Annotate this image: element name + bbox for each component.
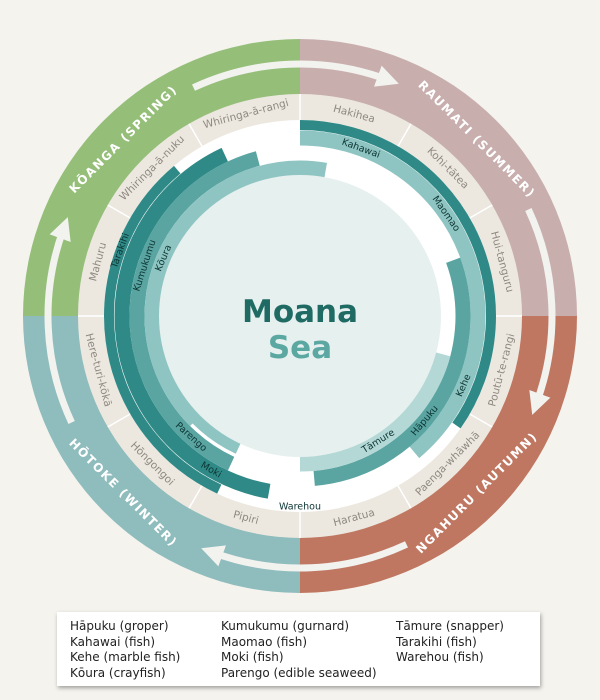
- month-divider: [469, 413, 493, 428]
- availability-arc: [299, 130, 486, 459]
- center-subtitle: Sea: [268, 330, 332, 366]
- legend-item: Kumukumu (gurnard): [221, 619, 350, 633]
- legend-item: Warehou (fish): [396, 650, 484, 664]
- availability-arc: [299, 160, 328, 178]
- month-divider: [397, 485, 412, 509]
- center-title: Moana: [242, 294, 358, 330]
- legend-item: Kahawai (fish): [70, 634, 156, 649]
- availability-arc: [299, 120, 496, 429]
- legend-column-1: Hāpuku (groper) Kahawai (fish) Kehe (mar…: [70, 619, 180, 681]
- legend-item: Hāpuku (groper): [70, 619, 169, 633]
- availability-arc: [148, 315, 241, 454]
- legend-item: Parengo (edible seaweed): [221, 665, 377, 680]
- month-divider: [188, 485, 203, 509]
- food-label: Warehou: [279, 502, 321, 513]
- availability-arc: [114, 147, 271, 499]
- legend-column-3: Tāmure (snapper) Tarakihi (fish) Warehou…: [396, 619, 504, 666]
- center-disc: [159, 175, 441, 457]
- month-divider: [469, 204, 493, 219]
- month-divider: [397, 123, 412, 147]
- availability-arc: [129, 151, 260, 471]
- season-arrow: [525, 208, 556, 415]
- seasonal-calendar-wheel: HakiheaKohi-tāteaHui-tanguruPoutū-te-ran…: [23, 39, 577, 593]
- month-divider: [107, 413, 131, 428]
- season-arrow: [192, 60, 399, 91]
- season-arrow: [201, 541, 408, 572]
- legend-item: Maomao (fish): [221, 634, 308, 649]
- availability-arc: [104, 165, 222, 494]
- legend-item: Tāmure (snapper): [396, 619, 504, 633]
- month-divider: [107, 204, 131, 219]
- legend-item: Kōura (crayfish): [70, 665, 166, 680]
- legend-item: Kehe (marble fish): [70, 650, 181, 664]
- legend-item: Tarakihi (fish): [396, 634, 477, 649]
- availability-arc: [299, 352, 451, 472]
- month-divider: [188, 123, 203, 147]
- legend-panel: Hāpuku (groper) Kahawai (fish) Kehe (mar…: [57, 612, 540, 686]
- season-arrow: [44, 217, 75, 424]
- availability-arc: [313, 257, 471, 486]
- legend-column-2: Kumukumu (gurnard) Maomao (fish) Moki (f…: [221, 619, 377, 681]
- legend-item: Moki (fish): [221, 650, 284, 664]
